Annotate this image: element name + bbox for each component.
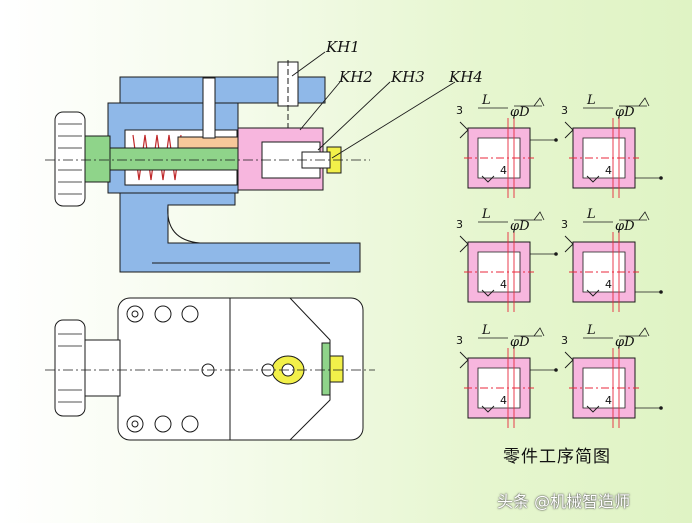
kh-leaders (291, 51, 456, 159)
dim-label: φD (510, 219, 530, 234)
dim-label: L (481, 207, 491, 222)
front-section-view (45, 60, 370, 273)
dim-label: 3 (456, 218, 463, 231)
dim-label: 4 (500, 394, 507, 407)
label-kh4: KH4 (448, 68, 483, 86)
dim-label: 4 (605, 164, 612, 177)
dim-label: 3 (561, 104, 568, 117)
dim-label: 4 (605, 278, 612, 291)
figure-caption: 零件工序简图 (503, 447, 611, 467)
top-stop-yellow (329, 355, 344, 383)
handle-knob (54, 111, 86, 207)
part-sketch: LφD 3 4 (456, 323, 558, 428)
part-sketch: LφD 3 4 (561, 93, 663, 198)
bolt-hole (181, 415, 199, 433)
part-sketch: LφD 3 4 (456, 93, 558, 198)
plunger-shaft (104, 147, 241, 171)
dim-label: 4 (605, 394, 612, 407)
watermark: 头条 @机械智造师 (497, 492, 631, 511)
part-sketch: LφD 3 4 (561, 207, 663, 312)
label-kh1: KH1 (325, 38, 360, 56)
label-kh3: KH3 (390, 68, 425, 86)
part-sketch: LφD 3 4 (456, 207, 558, 312)
dim-label: L (586, 323, 596, 338)
dim-label: L (481, 323, 491, 338)
bolt-hole (154, 305, 172, 323)
dim-label: L (586, 93, 596, 108)
dim-label: 3 (456, 334, 463, 347)
dim-label: 3 (561, 334, 568, 347)
dim-label: φD (615, 219, 635, 234)
dim-label: φD (510, 105, 530, 120)
clamp-screw (202, 77, 216, 139)
top-stop-green (321, 342, 331, 396)
dim-label: 3 (561, 218, 568, 231)
part-sketch: LφD 3 4 (561, 323, 663, 428)
dim-label: φD (615, 335, 635, 350)
dim-label: φD (510, 335, 530, 350)
label-kh2: KH2 (338, 68, 373, 86)
dim-label: 4 (500, 278, 507, 291)
bolt-hole (154, 415, 172, 433)
top-view (45, 297, 375, 441)
work-holder-orange (177, 136, 241, 149)
dim-label: L (481, 93, 491, 108)
dim-label: 4 (500, 164, 507, 177)
fixture-base (119, 179, 361, 273)
dim-label: φD (615, 105, 635, 120)
dim-label: 3 (456, 104, 463, 117)
bolt-hole (181, 305, 199, 323)
dim-label: L (586, 207, 596, 222)
